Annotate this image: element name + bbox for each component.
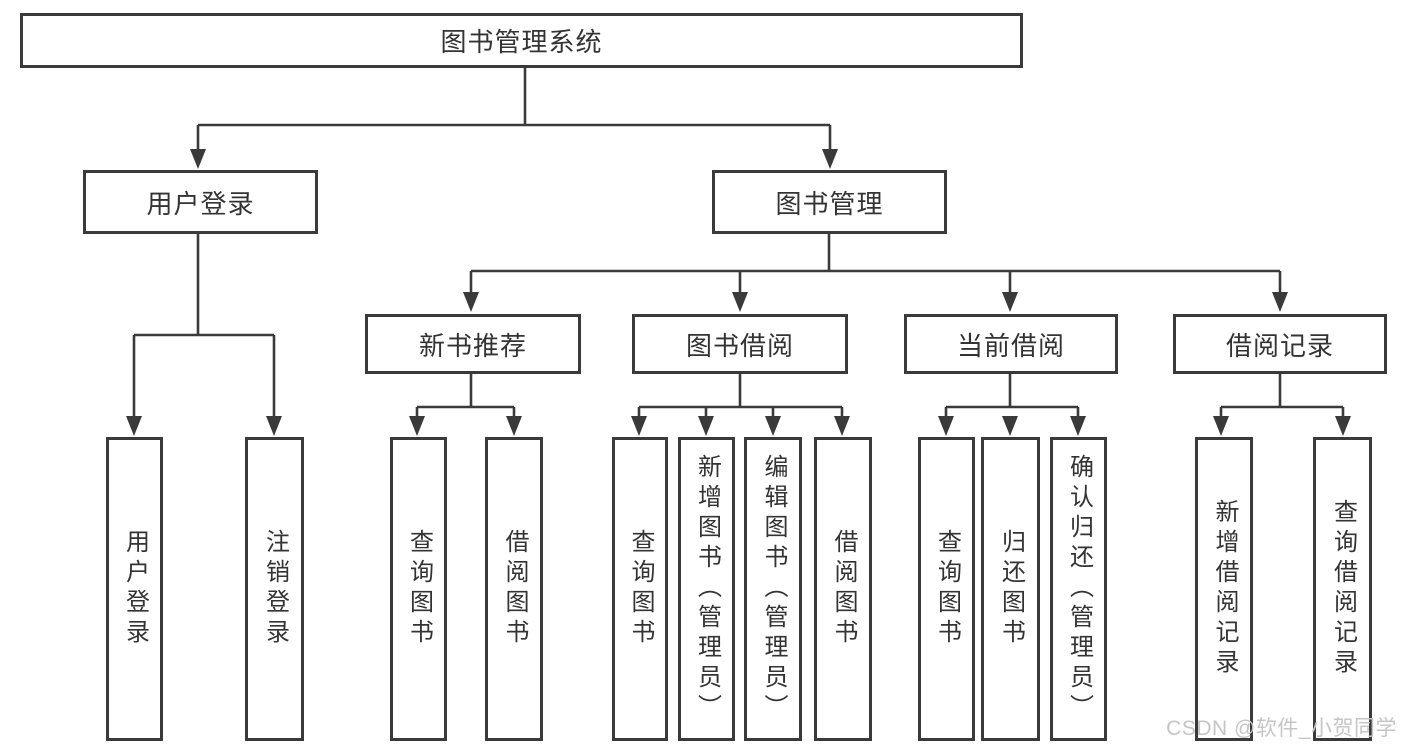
- leaf-user-login-label: 用户登录: [121, 529, 149, 649]
- leaf-record-query-borrow-record: 查询借阅记录: [1313, 437, 1372, 741]
- node-borrow-record: 借阅记录: [1173, 314, 1387, 374]
- leaf-borrow-add-book-admin: 新增图书（管理员）: [678, 437, 735, 741]
- node-user-login-label: 用户登录: [146, 188, 255, 219]
- leaf-current-return-book-label: 归还图书: [997, 529, 1025, 649]
- leaf-recommend-borrow-book-label: 借阅图书: [501, 529, 528, 649]
- node-book-management: 图书管理: [712, 170, 947, 234]
- node-current-borrow-label: 当前借阅: [956, 330, 1065, 361]
- leaf-recommend-query-book-label: 查询图书: [405, 529, 433, 649]
- leaf-current-confirm-return-admin: 确认归还（管理员）: [1050, 437, 1107, 741]
- leaf-logout-login: 注销登录: [245, 437, 304, 741]
- leaf-borrow-borrow-book: 借阅图书: [814, 437, 872, 741]
- leaf-current-return-book: 归还图书: [981, 437, 1040, 741]
- node-user-login: 用户登录: [83, 170, 318, 234]
- leaf-borrow-borrow-book-label: 借阅图书: [830, 529, 857, 649]
- leaf-recommend-borrow-book: 借阅图书: [485, 437, 543, 741]
- leaf-record-query-borrow-record-label: 查询借阅记录: [1329, 499, 1357, 679]
- connector-bookborrow-to-leaves: [631, 374, 850, 436]
- node-book-borrow-label: 图书借阅: [685, 330, 794, 361]
- leaf-record-add-borrow-record-label: 新增借阅记录: [1211, 499, 1238, 679]
- node-root: 图书管理系统: [20, 13, 1023, 68]
- leaf-current-query-book-label: 查询图书: [933, 529, 961, 649]
- leaf-borrow-query-book-label: 查询图书: [627, 529, 654, 649]
- leaf-borrow-query-book: 查询图书: [612, 437, 668, 741]
- node-book-management-label: 图书管理: [775, 188, 884, 219]
- leaf-current-confirm-return-admin-label: 确认归还（管理员）: [1065, 454, 1093, 724]
- connector-borrowrecord-to-leaves: [1213, 374, 1351, 436]
- node-borrow-record-label: 借阅记录: [1225, 330, 1334, 361]
- csdn-watermark: CSDN @软件_小贺同学: [1166, 717, 1397, 740]
- leaf-logout-login-label: 注销登录: [261, 529, 289, 649]
- node-new-book-recommend: 新书推荐: [365, 314, 581, 374]
- node-book-borrow: 图书借阅: [632, 314, 848, 374]
- leaf-user-login: 用户登录: [106, 437, 163, 741]
- connector-currentborrow-to-leaves: [938, 374, 1086, 436]
- leaf-current-query-book: 查询图书: [918, 437, 975, 741]
- node-new-book-recommend-label: 新书推荐: [418, 330, 527, 361]
- leaf-recommend-query-book: 查询图书: [390, 437, 447, 741]
- connector-root-to-level2: [190, 68, 838, 169]
- node-root-label: 图书管理系统: [440, 27, 603, 57]
- connector-bookmgmt-to-level3: [463, 234, 1288, 312]
- node-current-borrow: 当前借阅: [904, 314, 1118, 374]
- leaf-borrow-edit-book-admin: 编辑图书（管理员）: [744, 437, 802, 741]
- leaf-borrow-edit-book-admin-label: 编辑图书（管理员）: [760, 454, 787, 724]
- leaf-record-add-borrow-record: 新增借阅记录: [1195, 437, 1253, 741]
- connector-userlogin-to-leaves: [126, 234, 282, 436]
- leaf-borrow-add-book-admin-label: 新增图书（管理员）: [693, 454, 721, 724]
- connector-newrec-to-leaves: [409, 374, 522, 436]
